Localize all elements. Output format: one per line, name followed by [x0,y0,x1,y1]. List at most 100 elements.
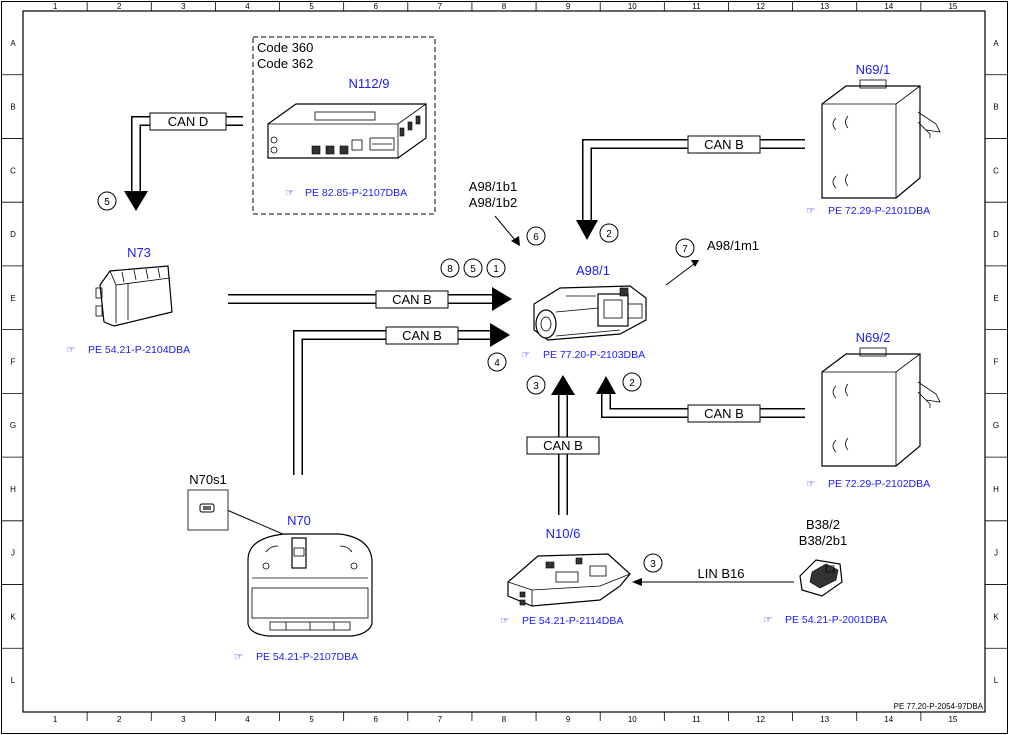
column-marker-bottom: 9 [566,715,571,724]
can-b-n10-6-label: CAN B [543,438,583,453]
column-marker-bottom: 4 [245,715,250,724]
n70s1-switch-drawing [187,489,229,531]
signal-circle-5-can-d: 5 [97,191,117,211]
column-marker-top: 7 [438,2,443,11]
can-b-n70-wire [293,323,510,475]
a98-1-motor-drawing [533,285,647,341]
svg-text:8: 8 [447,264,453,275]
column-marker-bottom: 14 [884,715,893,724]
svg-text:2: 2 [606,229,612,240]
row-marker-left: A [10,39,16,48]
row-marker-left: G [10,421,16,430]
column-marker-bottom: 1 [53,715,58,724]
row-marker-left: L [11,676,16,685]
pointing-hand-icon: ☞ [806,205,815,217]
column-marker-top: 9 [566,2,571,11]
svg-text:3: 3 [533,381,539,392]
svg-text:6: 6 [533,232,539,243]
svg-text:7: 7 [682,244,688,255]
n70-overhead-unit-drawing [247,533,373,637]
column-marker-bottom: 12 [756,715,765,724]
column-marker-top: 14 [884,2,893,11]
row-marker-right: K [993,612,999,621]
row-marker-right: G [993,421,999,430]
column-marker-bottom: 2 [117,715,122,724]
n73-label: N73 [127,245,151,260]
row-marker-left: B [10,103,15,112]
pointing-hand-icon: ☞ [500,615,509,627]
n70-ref: ☞ PE 54.21-P-2107DBA [234,651,358,663]
column-marker-bottom: 5 [309,715,314,724]
svg-text:PE 54.21-P-2114DBA: PE 54.21-P-2114DBA [522,615,623,627]
signal-circle-1: 1 [486,258,506,278]
column-marker-top: 1 [53,2,58,11]
row-marker-right: H [993,485,999,494]
row-marker-right: D [993,230,999,239]
can-b-n69-2-box [687,404,761,423]
n112-9-ref: ☞ PE 82.85-P-2107DBA [285,187,407,199]
column-marker-bottom: 8 [502,715,507,724]
svg-text:4: 4 [494,358,500,369]
signal-circle-3-top: 3 [526,375,546,395]
can-b-n69-2-label: CAN B [704,406,744,421]
can-b-n70-label: CAN B [402,328,442,343]
n112-9-code-2: Code 362 [257,56,313,71]
b38-2-ref: ☞ PE 54.21-P-2001DBA [763,614,887,626]
lin-b16-label: LIN B16 [698,566,745,581]
b38-2b1-label: B38/2b1 [799,533,847,548]
lin-b16-line [632,578,794,586]
a98-1b2-label: A98/1b2 [469,195,517,210]
n112-9-label: N112/9 [349,76,390,91]
can-d-box [149,112,227,131]
n69-1-label: N69/1 [856,62,891,77]
signal-circle-7: 7 [675,238,695,258]
a98-1b1-label: A98/1b1 [469,179,517,194]
b38-2-label: B38/2 [806,517,840,532]
svg-text:1: 1 [493,264,499,275]
pointing-hand-icon: ☞ [521,349,530,361]
row-marker-left: J [11,549,15,558]
inner-frame [22,10,986,713]
signal-circle-6: 6 [526,226,546,246]
n69-2-module-drawing [821,347,941,467]
column-marker-top: 11 [692,2,701,11]
n10-6-label: N10/6 [546,526,581,541]
svg-text:5: 5 [470,264,476,275]
can-b-n69-1-box [687,135,761,154]
svg-text:PE 77.20-P-2103DBA: PE 77.20-P-2103DBA [543,349,645,361]
pointing-hand-icon: ☞ [806,478,815,490]
row-marker-left: E [10,294,15,303]
pointing-hand-icon: ☞ [285,187,294,199]
can-b-n10-6-wire [551,375,575,515]
svg-text:2: 2 [629,378,635,389]
can-b-n73-label: CAN B [392,292,432,307]
sensor-pointer [494,215,520,246]
row-marker-left: F [11,358,16,367]
signal-circle-8: 8 [440,258,460,278]
column-marker-top: 8 [502,2,507,11]
can-b-n69-1-label: CAN B [704,137,744,152]
can-b-n10-6-box [526,436,600,455]
pointing-hand-icon: ☞ [66,344,75,356]
row-marker-right: F [994,358,999,367]
n69-1-ref: ☞ PE 72.29-P-2101DBA [806,205,930,217]
column-marker-top: 13 [820,2,829,11]
column-marker-bottom: 11 [692,715,701,724]
motor-pointer [665,260,699,286]
column-marker-bottom: 7 [438,715,443,724]
n73-module-drawing [95,265,173,327]
column-marker-top: 5 [309,2,314,11]
row-marker-left: K [10,612,16,621]
n10-6-ref: ☞ PE 54.21-P-2114DBA [500,615,623,627]
n70-label: N70 [287,513,311,528]
svg-text:PE 54.21-P-2107DBA: PE 54.21-P-2107DBA [256,651,358,663]
svg-text:3: 3 [650,559,656,570]
n10-6-module-drawing [507,553,631,607]
can-b-n73-box [375,290,449,309]
n69-2-label: N69/2 [856,330,891,345]
row-marker-left: D [10,230,16,239]
pointing-hand-icon: ☞ [234,651,243,663]
can-d-wire [124,116,243,211]
signal-circle-4: 4 [487,352,507,372]
